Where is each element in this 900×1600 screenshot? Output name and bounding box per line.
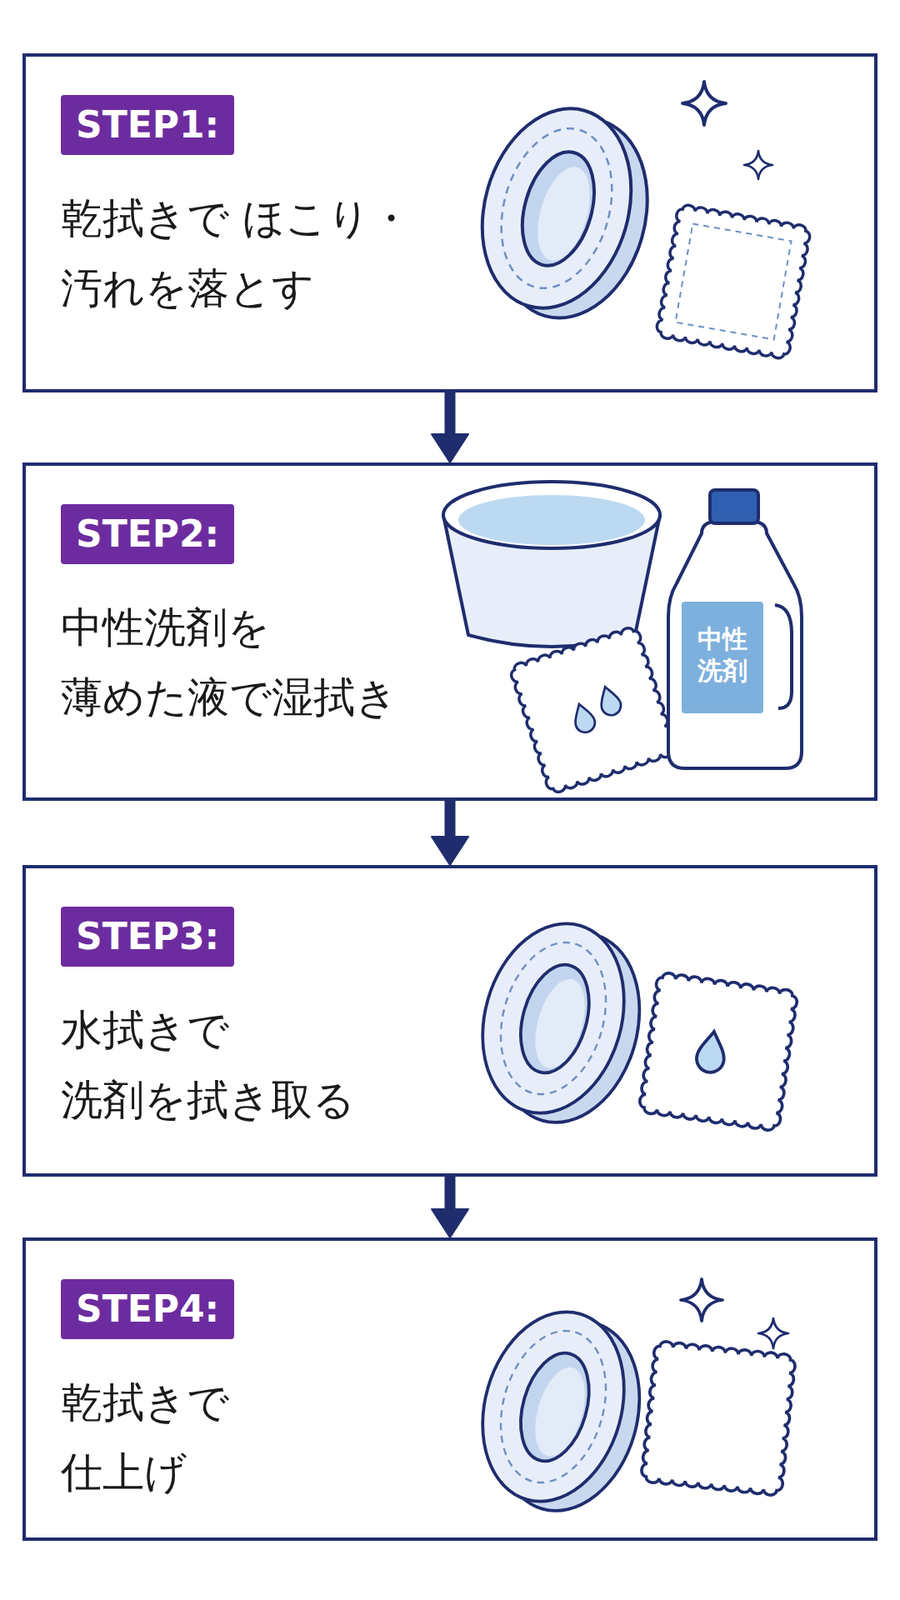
detergent-bottle <box>668 490 802 769</box>
seat-cushion-ring <box>458 90 671 336</box>
seat-cushion-ring <box>460 1295 663 1528</box>
step-instruction: 乾拭きで 仕上げ <box>60 1367 278 1508</box>
cloth <box>638 971 799 1132</box>
water-cloth <box>638 971 799 1132</box>
water-drop <box>595 684 624 719</box>
step2-illustration <box>443 481 802 795</box>
bottle-handle <box>775 605 792 709</box>
cloth <box>508 625 679 795</box>
cloth <box>640 1340 797 1497</box>
arrow-shaft <box>445 392 456 436</box>
sparkle <box>758 1318 789 1349</box>
step-instruction: 水拭きで 洗剤を拭き取る <box>60 995 495 1135</box>
sparkle <box>680 1279 723 1321</box>
step1-illustration <box>458 81 812 360</box>
step-instruction: 中性洗剤を 薄めた液で湿拭き <box>60 592 511 733</box>
step-badge: STEP2: <box>60 504 235 565</box>
step-box: STEP3: 水拭きで 洗剤を拭き取る <box>22 865 878 1177</box>
step3-illustration <box>460 906 799 1140</box>
arrow-head <box>431 434 469 463</box>
basin-body <box>443 515 660 647</box>
bottle-body <box>668 521 802 769</box>
step4-illustration <box>460 1279 797 1528</box>
flow-arrow <box>431 392 469 463</box>
arrow-shaft <box>445 800 456 839</box>
cloth-stitch <box>675 223 791 340</box>
water-drop <box>570 700 598 735</box>
arrow-head <box>431 836 469 865</box>
basin-water <box>458 495 645 545</box>
step-instruction: 乾拭きで ほこり・汚れを落とす <box>60 183 511 324</box>
cloth <box>655 203 812 360</box>
flow-arrow <box>431 1176 469 1238</box>
basin-rim <box>443 481 660 549</box>
sparkle <box>744 150 773 180</box>
dry-cloth <box>655 203 812 360</box>
step-box: STEP1: 乾拭きで ほこり・汚れを落とす <box>22 53 878 393</box>
step-badge: STEP4: <box>60 1279 235 1340</box>
water-drop <box>695 1030 728 1075</box>
step-box: STEP2: 中性洗剤を 薄めた液で湿拭き <box>22 462 878 801</box>
arrow-shaft <box>445 1176 456 1211</box>
sparkle <box>682 81 726 125</box>
wet-cloth <box>508 625 679 795</box>
arrow-head <box>431 1209 469 1238</box>
wash-basin <box>443 481 660 647</box>
step-badge: STEP1: <box>60 95 235 155</box>
step-box: STEP4: 乾拭きで 仕上げ <box>22 1237 878 1541</box>
bottle-cap <box>710 490 759 524</box>
seat-cushion-ring <box>460 906 663 1140</box>
flow-arrow <box>431 800 469 865</box>
step-badge: STEP3: <box>60 906 235 967</box>
bottle-label-panel <box>681 601 764 714</box>
dry-cloth <box>640 1340 797 1497</box>
